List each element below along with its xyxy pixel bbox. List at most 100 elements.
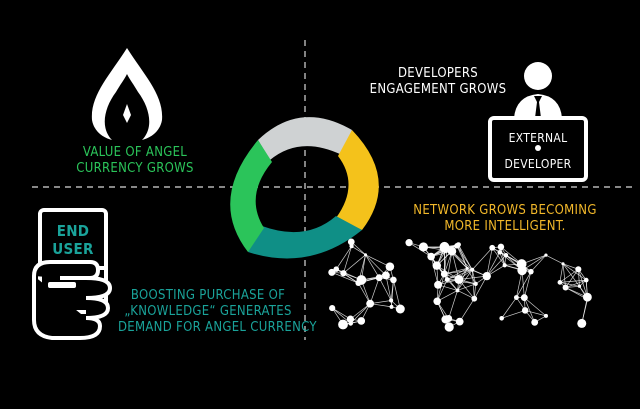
network-node: [346, 315, 354, 323]
network-node: [441, 315, 450, 324]
network-node: [497, 243, 505, 251]
developer-laptop-icon: [488, 62, 588, 182]
network-edge: [365, 254, 380, 278]
network-edge: [331, 272, 359, 284]
cycle-ring: [230, 117, 379, 259]
value-angel-currency-line1: VALUE OF ANGEL: [82, 145, 188, 160]
cycle-segment-left: [230, 140, 272, 252]
network-edge: [565, 279, 587, 288]
network-edge: [491, 247, 505, 266]
network-edge: [447, 268, 468, 280]
network-edge: [365, 254, 391, 267]
network-edge: [458, 275, 487, 280]
network-node: [582, 292, 592, 302]
hand-phone-icon: [32, 208, 112, 340]
network-edge: [559, 282, 580, 287]
boosting-purchase-label: BOOSTING PURCHASE OF „KNOWLEDGE“ GENERAT…: [118, 288, 317, 336]
network-edge: [486, 247, 493, 277]
network-node: [440, 270, 448, 278]
network-node: [444, 322, 454, 332]
network-edge: [378, 277, 392, 301]
network-edge: [369, 277, 380, 304]
network-edge: [365, 254, 387, 276]
network-node: [444, 277, 450, 282]
network-node: [543, 313, 548, 318]
network-edge: [444, 268, 468, 275]
network-edge: [444, 269, 473, 275]
network-edge: [501, 310, 526, 319]
network-node: [328, 268, 336, 276]
network-node: [517, 265, 527, 276]
network-edge: [444, 273, 458, 291]
network-node: [473, 281, 478, 286]
network-edge: [501, 297, 517, 319]
network-edge: [545, 254, 564, 265]
network-node: [557, 280, 563, 285]
network-node: [454, 243, 460, 249]
network-edge: [343, 246, 352, 274]
developers-engagement-line1: DEVELOPERS: [397, 66, 479, 81]
network-edge: [578, 269, 588, 298]
end-user-phone-text: END USER: [42, 222, 104, 258]
network-node: [355, 280, 362, 286]
cycle-segment-top: [258, 117, 352, 160]
network-edge: [559, 268, 579, 283]
network-edge: [486, 252, 501, 277]
network-node: [375, 274, 383, 282]
network-graph-icon: [328, 238, 592, 332]
network-edge: [562, 263, 566, 288]
network-edge: [486, 254, 507, 277]
network-node: [382, 271, 390, 280]
network-node: [471, 295, 478, 302]
network-node: [454, 275, 464, 284]
network-node: [364, 253, 368, 257]
external-developer-screen-text: EXTERNAL DEVELOPER: [492, 128, 584, 174]
network-node: [520, 294, 528, 302]
network-edge: [446, 251, 453, 280]
network-edge: [559, 263, 564, 283]
network-edge: [437, 290, 458, 302]
network-edge: [457, 283, 476, 291]
angel-flame-icon: [91, 48, 163, 140]
network-node: [395, 304, 405, 314]
network-edge: [385, 275, 392, 301]
network-node: [329, 304, 336, 312]
network-edge: [516, 271, 532, 298]
network-edge: [459, 298, 475, 322]
network-node: [366, 299, 375, 308]
network-node: [418, 242, 429, 252]
network-node: [338, 319, 348, 330]
network-node: [455, 317, 464, 326]
network-node: [528, 268, 534, 275]
screen-line2: DEVELOPER: [504, 157, 572, 171]
network-node: [561, 262, 565, 266]
network-node: [489, 244, 496, 251]
network-node: [390, 276, 397, 284]
network-node: [389, 304, 394, 309]
network-node: [455, 288, 460, 293]
network-node: [427, 252, 435, 261]
value-angel-currency-label: VALUE OF ANGEL CURRENCY GROWS: [60, 145, 210, 177]
value-angel-currency-line2: CURRENCY GROWS: [76, 161, 194, 176]
network-node: [340, 270, 347, 277]
network-node: [497, 249, 503, 255]
network-node: [433, 297, 441, 306]
network-node: [465, 266, 469, 270]
network-edge: [471, 269, 477, 284]
boosting-purchase-line2: „KNOWLEDGE“ GENERATES: [124, 304, 292, 319]
network-edge: [447, 269, 473, 280]
boosting-purchase-line3: DEMAND FOR ANGEL CURRENCY: [118, 320, 317, 335]
network-edge: [473, 275, 488, 299]
network-node: [470, 267, 475, 272]
network-node: [348, 321, 354, 326]
network-grows-label: NETWORK GROWS BECOMING MORE INTELLIGENT.: [400, 203, 610, 235]
network-grows-line2: MORE INTELLIGENT.: [444, 219, 566, 234]
network-edge: [451, 251, 460, 280]
network-node: [521, 307, 529, 314]
network-node: [405, 239, 413, 247]
network-node: [585, 297, 590, 302]
network-node: [575, 266, 582, 273]
phone-line2: USER: [52, 240, 94, 258]
network-edge: [530, 254, 547, 272]
network-node: [385, 262, 395, 271]
